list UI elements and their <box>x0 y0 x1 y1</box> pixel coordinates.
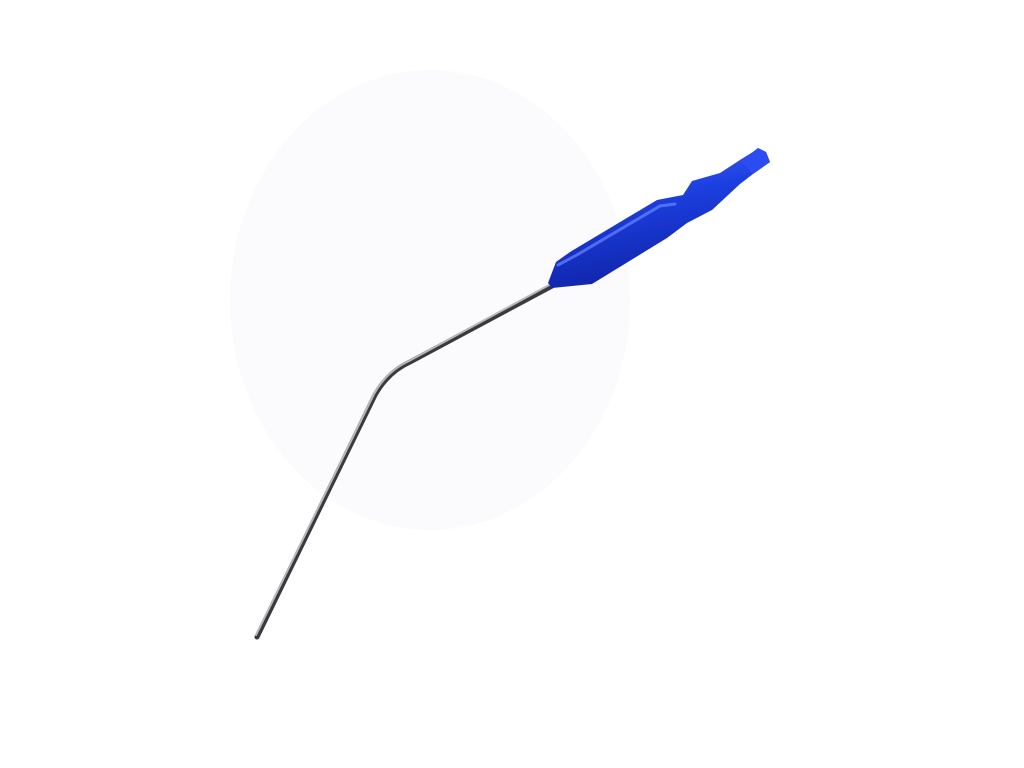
metal-shaft <box>254 283 555 640</box>
metal-shaft-highlight <box>255 283 552 636</box>
suction-tube <box>254 148 770 640</box>
blue-handle <box>548 148 770 288</box>
soft-shadow <box>230 70 630 530</box>
handle-end-cap <box>740 148 770 174</box>
handle-facet-highlight <box>556 202 677 267</box>
